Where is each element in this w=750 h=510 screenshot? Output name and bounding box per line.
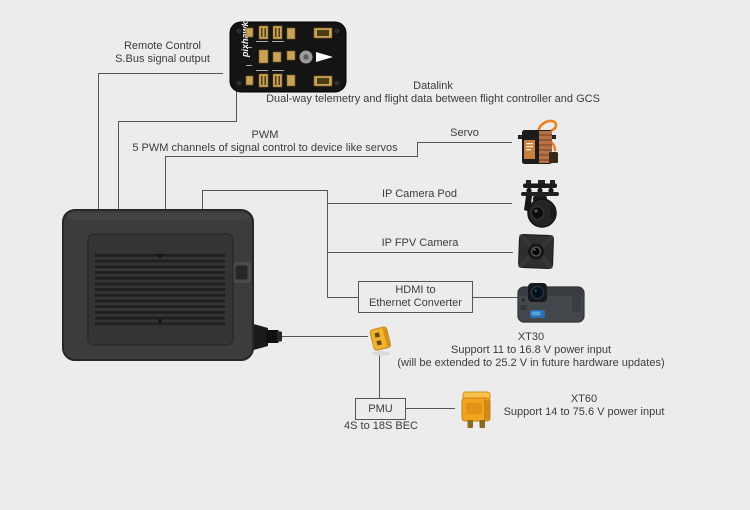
line-trunk-v (327, 190, 328, 298)
xt60-label: XT60 Support 14 to 75.6 V power input (455, 393, 713, 419)
line-ip-fpv-camera-h (327, 252, 513, 253)
ip-camera-pod-image (521, 180, 559, 228)
main-device-image (62, 209, 282, 361)
line-datalink-v (118, 121, 119, 210)
xt30-label: XT30 Support 11 to 16.8 V power input (w… (380, 331, 682, 370)
xt30-note: (will be extended to 25.2 V in future ha… (397, 357, 665, 369)
pwm-description: 5 PWM channels of signal control to devi… (132, 142, 398, 154)
remote-control-subtitle: S.Bus signal output (115, 53, 210, 65)
datalink-title: Datalink (413, 80, 453, 92)
pmu-bec-label: 4S to 18S BEC (344, 420, 418, 432)
ip-fpv-camera-image (518, 233, 555, 270)
hdmi-box-line1: HDMI to (395, 284, 436, 296)
line-trunk-left-v (202, 190, 203, 210)
line-ip-camera-pod-h (327, 203, 512, 204)
servo-label: Servo (450, 127, 479, 139)
pwm-title: PWM (251, 129, 279, 141)
line-xt30-to-pmu (379, 354, 380, 398)
datalink-description: Dual-way telemetry and flight data betwe… (266, 93, 600, 105)
servo-image (518, 119, 558, 164)
remote-control-title: Remote Control (123, 40, 202, 52)
line-pwm-v (165, 156, 166, 210)
pixhawk-logo-text: pixhawk (240, 20, 250, 58)
pixhawk-flight-controller-image: pixhawk (229, 20, 347, 93)
pmu-box: PMU (355, 398, 406, 420)
xt60-title: XT60 (570, 393, 598, 405)
line-servo-h (417, 142, 512, 143)
line-pixhawk-stem (236, 91, 237, 122)
xt30-connector-image (369, 326, 392, 356)
xt60-support: Support 14 to 75.6 V power input (503, 406, 665, 418)
hdmi-ethernet-converter-box: HDMI to Ethernet Converter (358, 281, 473, 313)
line-cable-to-xt30 (282, 336, 368, 337)
remote-control-label: Remote Control S.Bus signal output (85, 40, 240, 66)
pixhawk-forward-arrow-icon (316, 52, 333, 62)
pwm-label: PWM 5 PWM channels of signal control to … (112, 129, 418, 155)
xt60-connector-image (461, 391, 491, 428)
xt30-title: XT30 (517, 331, 545, 343)
line-hdmi-in (327, 297, 358, 298)
line-pwm-h (165, 156, 418, 157)
line-servo-riser (417, 142, 418, 157)
line-hdmi-out (472, 297, 518, 298)
hdmi-box-line2: Ethernet Converter (369, 297, 462, 309)
xt30-support: Support 11 to 16.8 V power input (450, 344, 611, 356)
datalink-label: Datalink Dual-way telemetry and flight d… (240, 80, 626, 106)
ip-camera-pod-label: IP Camera Pod (381, 188, 457, 200)
line-remote-control-h (98, 73, 223, 74)
ip-fpv-camera-label: IP FPV Camera (381, 237, 459, 249)
line-trunk-top-h (202, 190, 327, 191)
line-remote-control-v (98, 73, 99, 210)
line-pmu-to-xt60 (406, 408, 455, 409)
line-datalink-h (118, 121, 237, 122)
action-camera-image (517, 283, 585, 323)
pmu-label: PMU (368, 402, 393, 415)
